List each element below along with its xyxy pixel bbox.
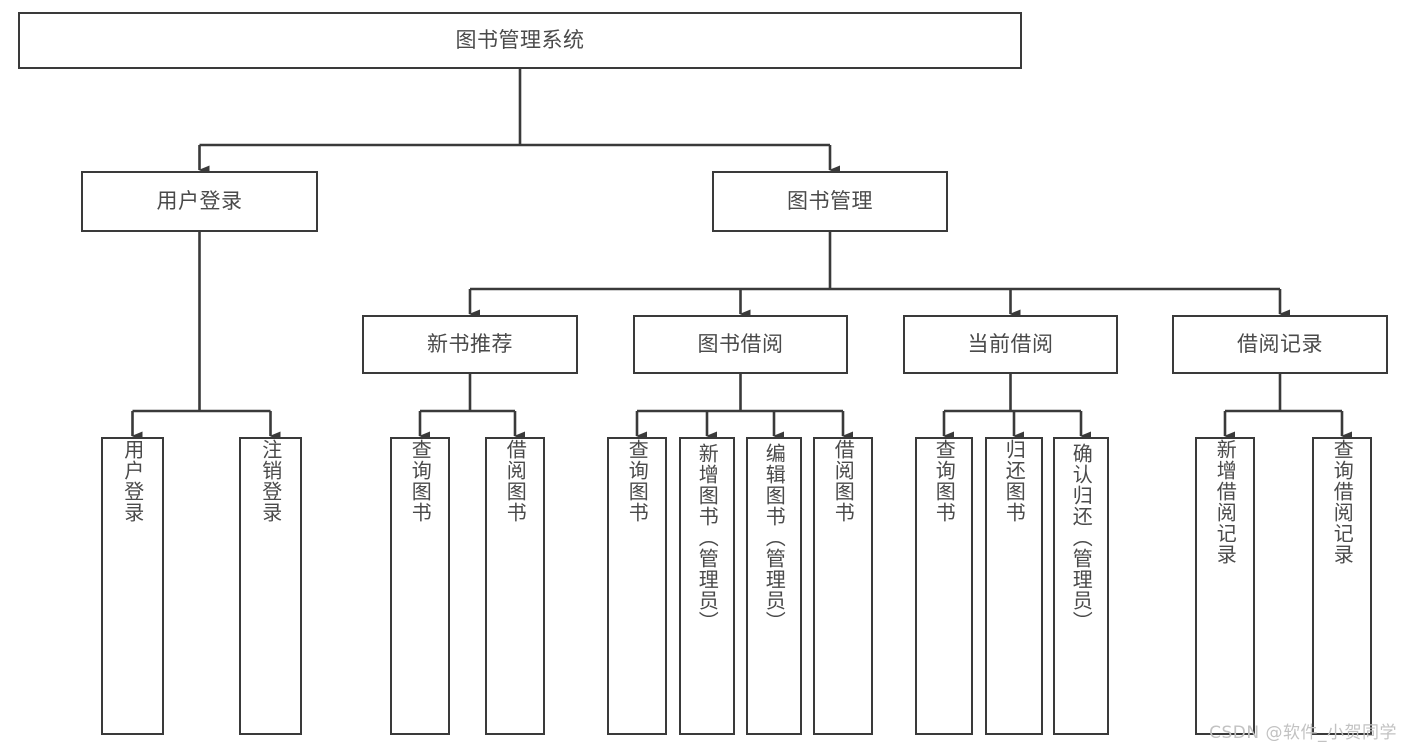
node-leaf-query-book-1: 查询图书 (390, 437, 450, 735)
node-label-leaf-query-book-1: 查询图书 (408, 439, 433, 523)
node-label-user-login: 用户登录 (156, 188, 243, 213)
node-label-leaf-borrow-book-1: 借阅图书 (503, 439, 528, 523)
node-leaf-query-book-3: 查询图书 (915, 437, 973, 735)
node-current-borrow: 当前借阅 (903, 315, 1118, 374)
node-book-borrow: 图书借阅 (633, 315, 848, 374)
node-label-leaf-user-login: 用户登录 (120, 439, 145, 523)
node-leaf-borrow-book-2: 借阅图书 (813, 437, 873, 735)
node-new-book-rec: 新书推荐 (362, 315, 578, 374)
node-label-leaf-query-book-2: 查询图书 (625, 439, 650, 523)
node-label-leaf-edit-book: 编辑图书（管理员） (762, 443, 787, 632)
node-label-leaf-confirm-return: 确认归还（管理员） (1069, 443, 1094, 632)
node-leaf-add-book: 新增图书（管理员） (679, 437, 735, 735)
node-user-login: 用户登录 (81, 171, 318, 232)
node-label-leaf-query-book-3: 查询图书 (932, 439, 957, 523)
node-label-current-borrow: 当前借阅 (967, 331, 1054, 356)
node-borrow-record: 借阅记录 (1172, 315, 1388, 374)
node-leaf-confirm-return: 确认归还（管理员） (1053, 437, 1109, 735)
node-leaf-logout: 注销登录 (239, 437, 302, 735)
node-leaf-query-record: 查询借阅记录 (1312, 437, 1372, 735)
node-leaf-add-record: 新增借阅记录 (1195, 437, 1255, 735)
watermark-credit: CSDN @软件_小贺同学 (1209, 723, 1397, 743)
node-label-book-manage: 图书管理 (787, 188, 873, 213)
node-book-manage: 图书管理 (712, 171, 948, 232)
node-label-leaf-return-book: 归还图书 (1002, 439, 1027, 523)
node-label-leaf-add-record: 新增借阅记录 (1213, 439, 1238, 565)
node-leaf-edit-book: 编辑图书（管理员） (746, 437, 802, 735)
node-label-leaf-add-book: 新增图书（管理员） (695, 443, 720, 632)
node-leaf-query-book-2: 查询图书 (607, 437, 667, 735)
node-label-borrow-record: 借阅记录 (1237, 331, 1323, 356)
node-leaf-return-book: 归还图书 (985, 437, 1043, 735)
node-root: 图书管理系统 (18, 12, 1022, 69)
node-label-leaf-borrow-book-2: 借阅图书 (831, 439, 856, 523)
node-label-root: 图书管理系统 (455, 27, 585, 52)
node-label-new-book-rec: 新书推荐 (427, 331, 513, 356)
node-label-book-borrow: 图书借阅 (697, 331, 784, 356)
node-label-leaf-logout: 注销登录 (258, 439, 283, 523)
node-leaf-user-login: 用户登录 (101, 437, 164, 735)
node-label-leaf-query-record: 查询借阅记录 (1330, 439, 1355, 565)
node-leaf-borrow-book-1: 借阅图书 (485, 437, 545, 735)
